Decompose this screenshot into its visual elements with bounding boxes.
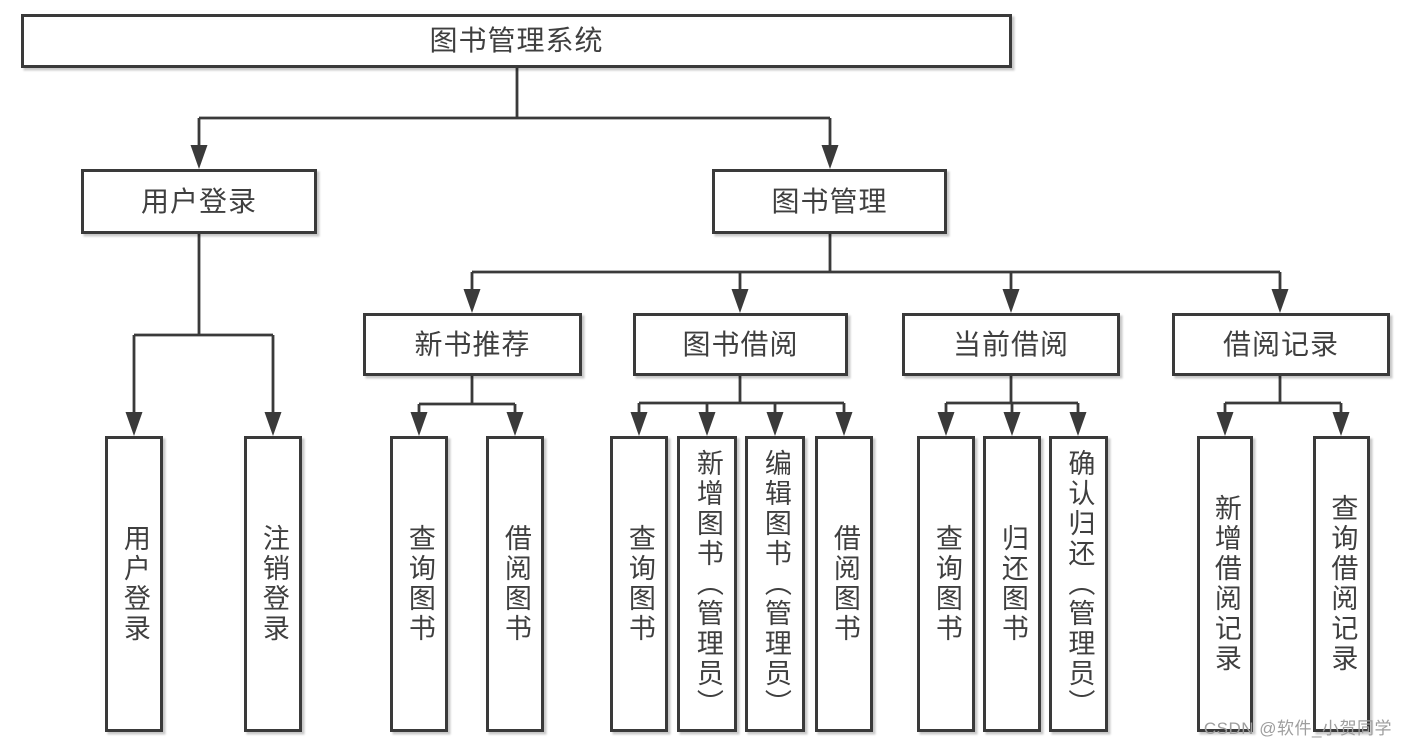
node-user-login: 用户登录 [81, 169, 317, 234]
node-new-book-recommendation: 新书推荐 [363, 313, 582, 376]
leaf-label: 编辑图书（管理员） [760, 449, 791, 719]
node-library-management-system: 图书管理系统 [21, 14, 1012, 68]
node-borrowing-records: 借阅记录 [1172, 313, 1390, 376]
leaf-label: 注销登录 [258, 524, 289, 644]
leaf-query-borrow-record: 查询借阅记录 [1313, 436, 1370, 732]
leaf-return-books: 归还图书 [983, 436, 1041, 732]
leaf-borrow-books-recommend: 借阅图书 [486, 436, 544, 732]
leaf-add-books-admin: 新增图书（管理员） [677, 436, 737, 732]
leaf-label: 新增图书（管理员） [692, 449, 723, 719]
watermark: CSDN @软件_小贺同学 [1203, 719, 1392, 738]
leaf-label: 查询图书 [404, 524, 435, 644]
leaf-label: 确认归还（管理员） [1064, 449, 1095, 719]
node-current-borrowing: 当前借阅 [902, 313, 1120, 376]
leaf-label: 查询借阅记录 [1327, 494, 1358, 674]
node-book-management: 图书管理 [712, 169, 947, 234]
leaf-label: 用户登录 [119, 524, 150, 644]
leaf-label: 查询图书 [624, 524, 655, 644]
leaf-query-books-recommend: 查询图书 [390, 436, 448, 732]
leaf-label: 借阅图书 [500, 524, 531, 644]
leaf-borrow-books-borrowing: 借阅图书 [815, 436, 873, 732]
leaf-user-login: 用户登录 [105, 436, 163, 732]
leaf-logout: 注销登录 [244, 436, 302, 732]
leaf-edit-books-admin: 编辑图书（管理员） [745, 436, 805, 732]
leaf-query-books-current: 查询图书 [917, 436, 975, 732]
leaf-query-books-borrowing: 查询图书 [610, 436, 668, 732]
node-book-borrowing: 图书借阅 [633, 313, 848, 376]
leaf-add-borrow-record: 新增借阅记录 [1197, 436, 1253, 732]
leaf-label: 借阅图书 [829, 524, 860, 644]
leaf-label: 查询图书 [931, 524, 962, 644]
leaf-label: 归还图书 [997, 524, 1028, 644]
leaf-confirm-return-admin: 确认归还（管理员） [1049, 436, 1108, 732]
leaf-label: 新增借阅记录 [1210, 494, 1241, 674]
